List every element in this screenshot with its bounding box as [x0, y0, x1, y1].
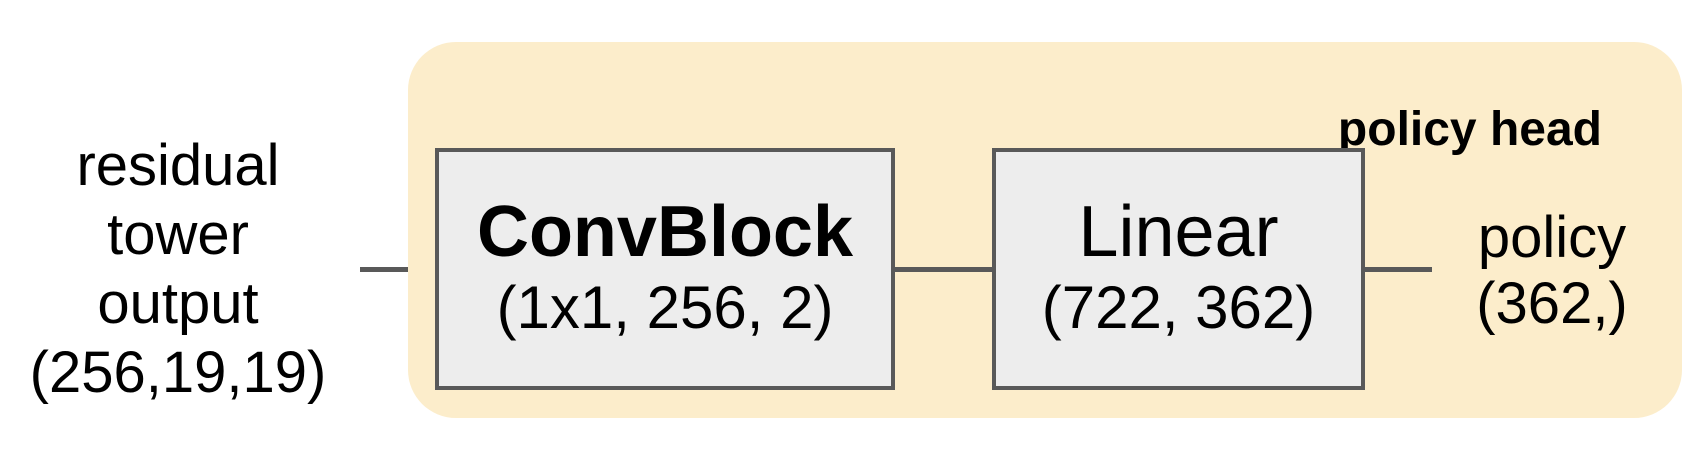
convblock-params: (1x1, 256, 2) [496, 274, 834, 341]
input-label-line-1: residual [76, 133, 280, 198]
convblock-title: ConvBlock [476, 192, 854, 272]
input-label-line-3: output [97, 271, 259, 336]
input-label-shape: (256,19,19) [29, 340, 327, 405]
connector-convblock-to-linear [895, 267, 992, 272]
input-label-line-2: tower [107, 202, 249, 267]
output-label-shape: (362,) [1476, 271, 1628, 336]
policy-head-title: policy head [1337, 103, 1602, 156]
linear-params: (722, 362) [1041, 274, 1316, 341]
connector-input-to-convblock [360, 267, 437, 272]
linear-box: Linear (722, 362) [992, 148, 1365, 390]
residual-tower-output-label: residual tower output (256,19,19) [10, 131, 346, 407]
convblock-box: ConvBlock (1x1, 256, 2) [435, 148, 895, 390]
policy-output-label: policy (362,) [1432, 205, 1672, 337]
connector-linear-to-output [1365, 267, 1432, 272]
linear-title: Linear [1078, 192, 1279, 272]
output-label-line-1: policy [1477, 205, 1627, 270]
